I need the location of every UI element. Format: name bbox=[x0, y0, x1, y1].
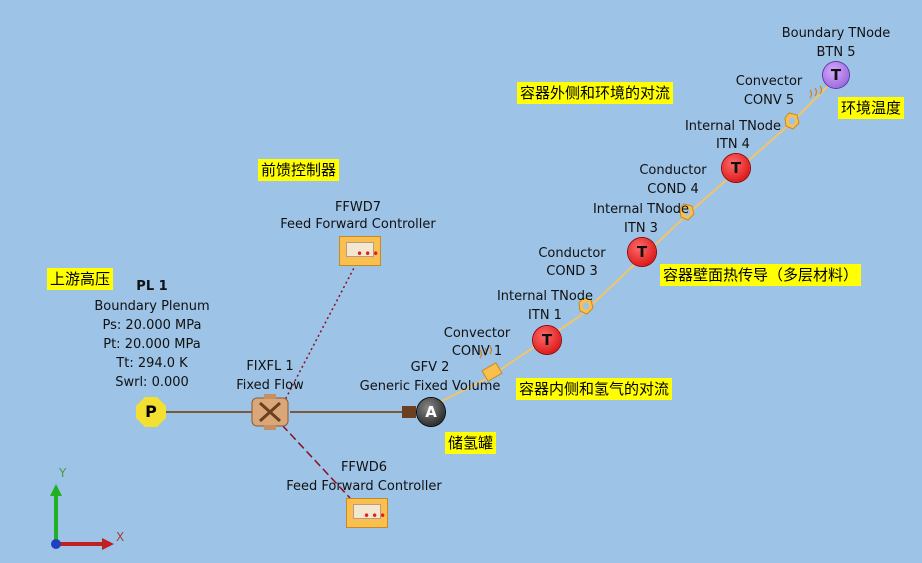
conv1-id-label: CONV 1 bbox=[451, 344, 503, 359]
btn5-type-label: Boundary TNode bbox=[781, 26, 891, 41]
internal-tnode-3-icon[interactable] bbox=[679, 203, 695, 221]
plenum-id-label: PL 1 bbox=[136, 279, 168, 294]
internal-tnode-1-icon[interactable] bbox=[578, 297, 594, 315]
boundary-plenum-icon[interactable]: P bbox=[136, 397, 166, 427]
convector-1-icon[interactable] bbox=[479, 345, 503, 382]
cond4-id-label: COND 4 bbox=[647, 182, 699, 197]
conv1-tnode-icon[interactable]: T bbox=[533, 326, 561, 354]
gfv-id-label: GFV 2 bbox=[410, 360, 450, 375]
convector-5-icon[interactable] bbox=[809, 85, 823, 99]
itn1-id-label: ITN 1 bbox=[528, 308, 562, 323]
ffwd6-type-label: Feed Forward Controller bbox=[286, 479, 442, 494]
ffwd7-id-label: FFWD7 bbox=[334, 200, 382, 215]
plenum-ps-label: Ps: 20.000 MPa bbox=[102, 318, 202, 333]
boundary-tnode-icon[interactable]: T bbox=[823, 62, 849, 88]
plenum-pt-label: Pt: 20.000 MPa bbox=[103, 337, 201, 352]
control-link-ffwd7[interactable] bbox=[284, 263, 357, 401]
itn4-id-label: ITN 4 bbox=[716, 137, 750, 152]
axis-triad-icon bbox=[50, 484, 114, 550]
plenum-type-label: Boundary Plenum bbox=[94, 299, 210, 314]
note-upstream-high-pressure: 上游高压 bbox=[47, 268, 114, 290]
heat-link-gfv-conv1[interactable] bbox=[439, 377, 489, 403]
control-link-ffwd6[interactable] bbox=[281, 424, 351, 499]
generic-fixed-volume-icon[interactable]: A bbox=[417, 398, 445, 426]
itn1-type-label: Internal TNode bbox=[496, 289, 594, 304]
note-hydrogen-tank: 储氢罐 bbox=[445, 432, 497, 454]
plenum-swrl-label: Swrl: 0.000 bbox=[115, 375, 189, 390]
axis-x-label: X bbox=[116, 530, 125, 544]
fixed-flow-id-label: FIXFL 1 bbox=[246, 359, 294, 374]
note-ambient-temperature: 环境温度 bbox=[838, 97, 905, 119]
axis-y-label: Y bbox=[59, 466, 67, 480]
itn3-id-label: ITN 3 bbox=[624, 221, 658, 236]
cond4-tnode-icon[interactable]: T bbox=[722, 154, 750, 182]
note-inner-convection: 容器内侧和氢气的对流 bbox=[516, 378, 673, 400]
fixed-flow-icon[interactable] bbox=[251, 394, 289, 430]
ffwd6-id-label: FFWD6 bbox=[340, 460, 388, 475]
conv5-type-label: Convector bbox=[735, 74, 803, 89]
btn5-id-label: BTN 5 bbox=[816, 45, 856, 60]
conv1-type-label: Convector bbox=[443, 326, 511, 341]
note-outer-convection: 容器外侧和环境的对流 bbox=[517, 82, 674, 104]
ffwd7-type-label: Feed Forward Controller bbox=[280, 217, 436, 232]
plenum-tt-label: Tt: 294.0 K bbox=[116, 356, 188, 371]
conv5-id-label: CONV 5 bbox=[743, 93, 795, 108]
note-wall-conduction: 容器壁面热传导（多层材料） bbox=[660, 264, 862, 286]
cond3-tnode-icon[interactable]: T bbox=[628, 238, 656, 266]
cond3-type-label: Conductor bbox=[538, 246, 606, 261]
cond3-id-label: COND 3 bbox=[546, 264, 598, 279]
itn3-type-label: Internal TNode bbox=[592, 202, 690, 217]
itn4-type-label: Internal TNode bbox=[684, 119, 782, 134]
internal-tnode-4-icon[interactable] bbox=[784, 112, 800, 130]
cond4-type-label: Conductor bbox=[639, 163, 707, 178]
ffwd6-controller-icon[interactable]: ••• bbox=[346, 498, 388, 528]
gfv-inlet-icon bbox=[402, 406, 416, 418]
gfv-type-label: Generic Fixed Volume bbox=[359, 379, 501, 394]
note-feed-forward-controller: 前馈控制器 bbox=[258, 159, 340, 181]
fixed-flow-type-label: Fixed Flow bbox=[236, 378, 304, 393]
ffwd7-controller-icon[interactable]: ••• bbox=[339, 236, 381, 266]
